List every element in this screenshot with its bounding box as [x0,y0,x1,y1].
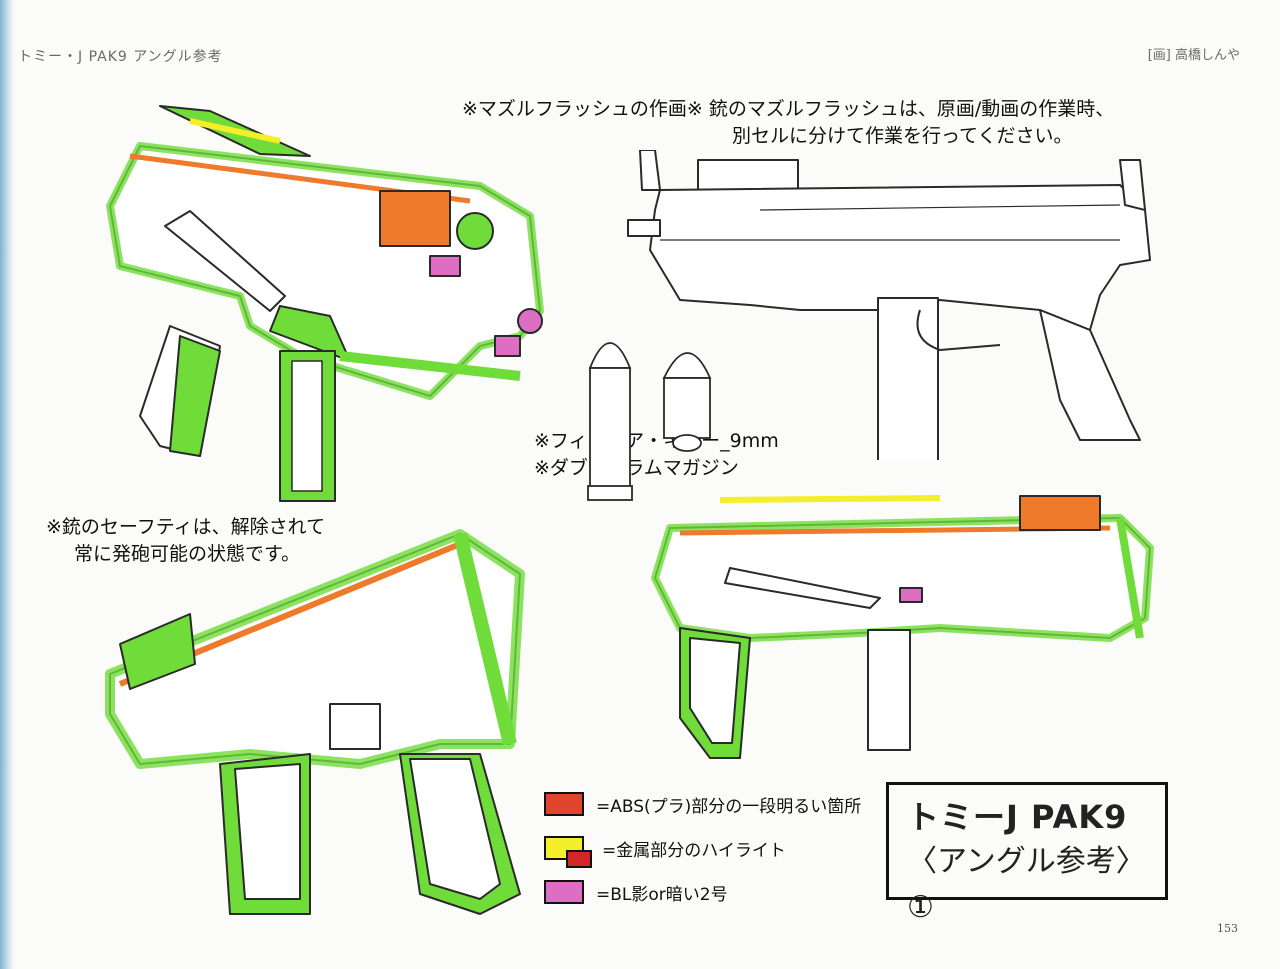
legend-item-abs: =ABS(プラ)部分の一段明るい箇所 [544,782,861,826]
bullet-drawings [587,342,712,501]
shadow-swatch [544,880,584,904]
title-line-1: トミーJ PAK9 [907,798,1128,836]
running-header: トミー・J PAK9 アングル参考 [18,49,223,65]
muzzle-note-line-2: 別セルに分けて作業を行ってください。 [732,125,1073,147]
legend-item-shadow: =BL影or暗い2号 [544,870,861,914]
color-legend: =ABS(プラ)部分の一段明るい箇所 =金属部分のハイライト =BL影or暗い2… [544,782,861,914]
gun-drawing-side-lineart [627,150,1151,460]
legend-label-metal: =金属部分のハイライト [602,840,786,861]
muzzle-flash-note: ※マズルフラッシュの作画※ 銃のマズルフラッシュは、原画/動画の作業時、 別セル… [462,96,1114,150]
legend-label-shadow: =BL影or暗い2号 [596,884,728,905]
artist-credit: [画] 高橋しんや [1147,48,1240,63]
metal-highlight-swatch [544,836,592,868]
title-line-2: 〈アングル参考〉① [907,844,1146,925]
gun-drawing-rear-angle [105,529,525,915]
safety-note-line-2: 常に発砲可能の状態です。 [74,543,301,565]
safety-note-line-1: ※銃のセーフティは、解除されて [46,516,326,538]
abs-highlight-swatch [544,792,584,816]
page-number: 153 [1217,922,1238,935]
safety-note: ※銃のセーフティは、解除されて 常に発砲可能の状態です。 [46,514,325,568]
ammo-note-line-2: ※ダブルカラムマガジン [534,457,739,479]
title-box: トミーJ PAK9 〈アングル参考〉① [886,782,1168,925]
muzzle-note-line-1: ※マズルフラッシュの作画※ 銃のマズルフラッシュは、原画/動画の作業時、 [462,98,1115,120]
gun-drawing-front-angle [106,105,544,502]
legend-item-metal: =金属部分のハイライト [544,826,861,870]
legend-label-abs: =ABS(プラ)部分の一段明るい箇所 [596,796,862,817]
gun-drawing-side-colored [651,495,1154,759]
book-spine-shadow [0,0,14,969]
